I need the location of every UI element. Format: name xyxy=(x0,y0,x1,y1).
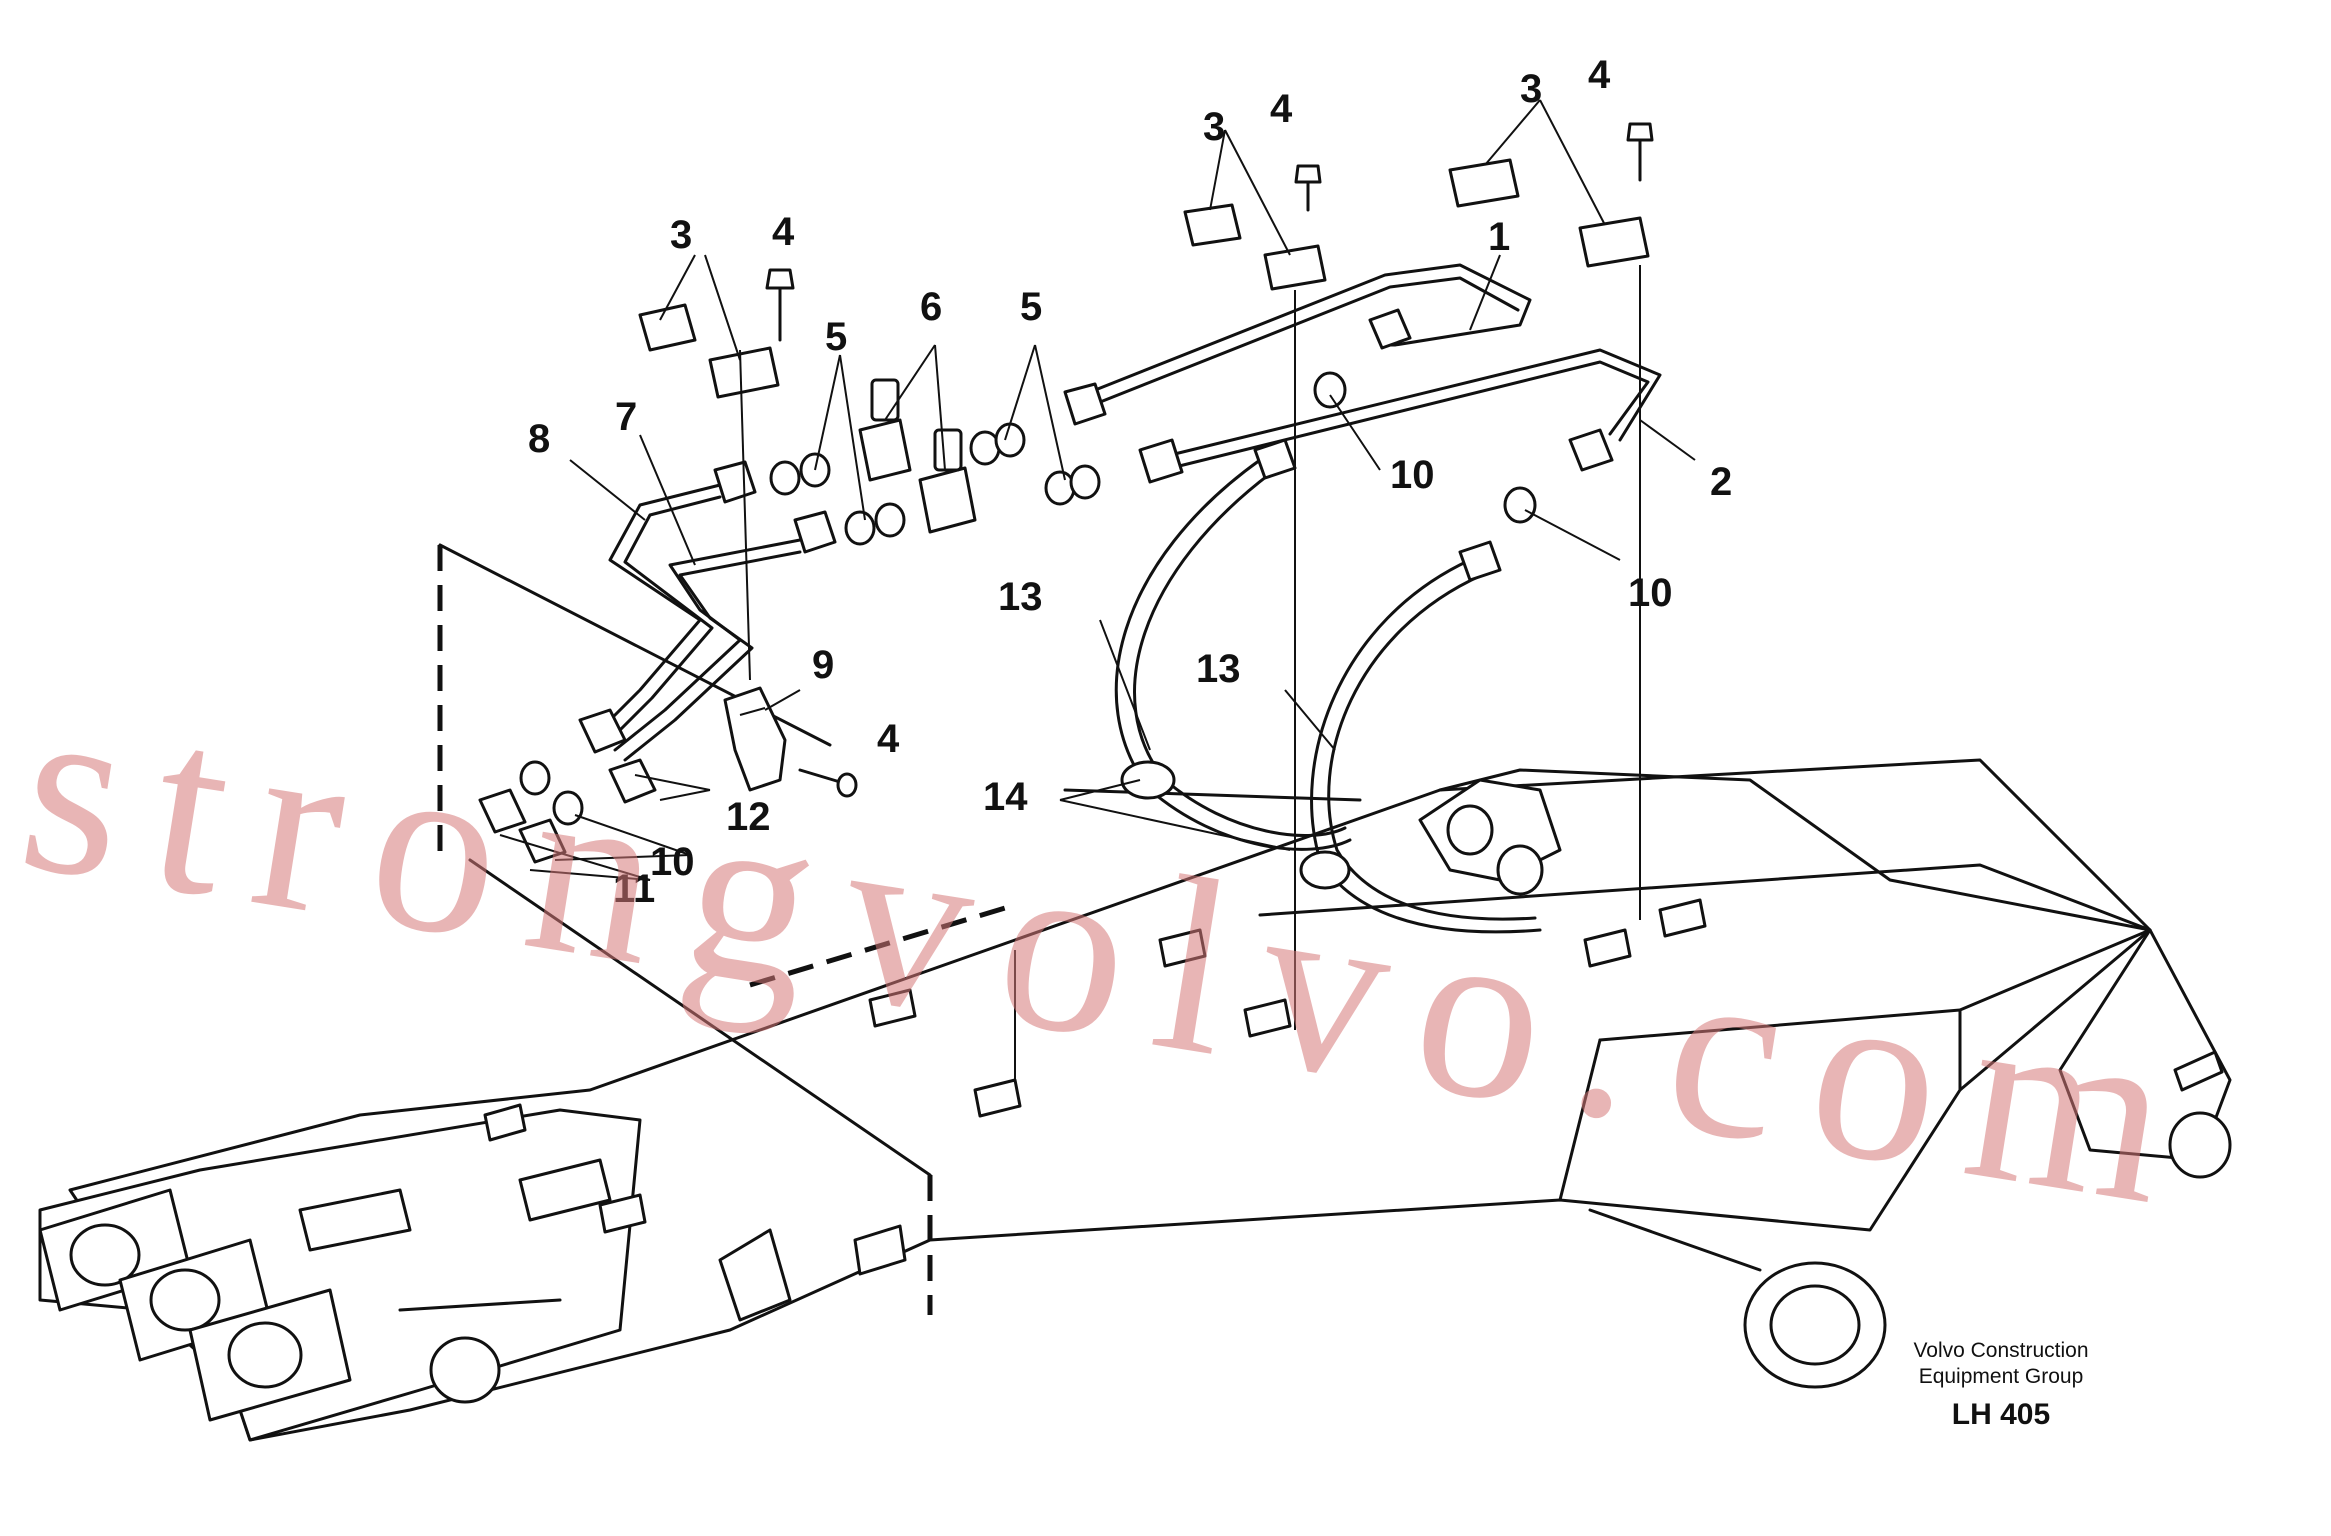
callout-labels: 1 2 3 3 3 4 4 4 4 5 5 6 7 8 9 10 10 10 1… xyxy=(528,53,1732,911)
clamp-halves-mid xyxy=(1183,203,1327,291)
fittings xyxy=(478,308,1614,864)
callout-3-right: 3 xyxy=(1520,67,1542,111)
callout-3-mid: 3 xyxy=(1203,105,1225,149)
leader-lines xyxy=(499,99,1696,881)
pipe-8 xyxy=(598,483,722,740)
hose-13-left xyxy=(1114,458,1352,851)
callout-4-mid: 4 xyxy=(1270,87,1293,131)
guide-lines xyxy=(739,265,1641,1080)
clamp-halves-left xyxy=(638,303,780,399)
drawing-code: LH 405 xyxy=(1951,1398,2051,1431)
callout-4-left: 4 xyxy=(772,210,795,254)
credit-line-2: Equipment Group xyxy=(1918,1365,2084,1388)
callout-11: 11 xyxy=(613,867,655,911)
callout-13-right: 13 xyxy=(1196,647,1241,691)
callout-9: 9 xyxy=(812,643,834,687)
callout-6: 6 xyxy=(920,285,942,329)
callout-10-right: 10 xyxy=(1628,571,1673,615)
callout-4-bracket: 4 xyxy=(877,717,900,761)
callout-3-left: 3 xyxy=(670,213,692,257)
callout-8: 8 xyxy=(528,417,550,461)
hose-13-right xyxy=(1299,558,1542,934)
publisher-credit: Volvo Construction Equipment Group xyxy=(1861,1338,2141,1390)
pipe-1 xyxy=(1068,263,1532,414)
bolts xyxy=(765,122,1654,342)
boom-clamp-blocks xyxy=(483,898,1707,1276)
callout-5-right: 5 xyxy=(1020,285,1042,329)
clamp-halves-right xyxy=(1448,158,1650,268)
callout-5-left: 5 xyxy=(825,315,847,359)
boom-fork-end xyxy=(38,1108,792,1442)
credit-line-1: Volvo Construction xyxy=(1913,1339,2089,1362)
pipe-7 xyxy=(613,538,802,762)
callout-4-right: 4 xyxy=(1588,53,1611,97)
callout-13-left: 13 xyxy=(998,575,1043,619)
callout-12: 12 xyxy=(726,795,771,839)
callout-10-upper: 10 xyxy=(1390,453,1435,497)
callout-2: 2 xyxy=(1710,460,1732,504)
tee-fittings xyxy=(858,378,977,534)
callout-1: 1 xyxy=(1488,215,1510,259)
bracket-9 xyxy=(723,686,858,798)
callout-14: 14 xyxy=(983,775,1028,819)
callout-10-lower: 10 xyxy=(650,840,695,884)
callout-7: 7 xyxy=(615,395,637,439)
